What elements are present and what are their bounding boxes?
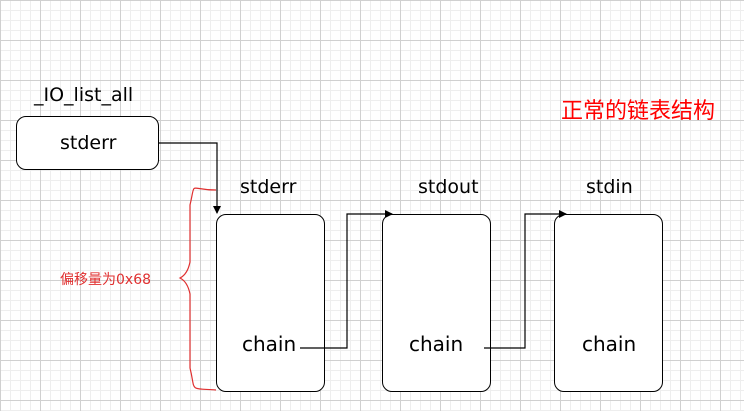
node-chain-field-stdin: chain <box>582 332 637 356</box>
io-list-all-label: _IO_list_all <box>34 84 134 106</box>
node-label-stdout: stdout <box>418 176 479 198</box>
node-box-stdin: chain <box>554 214 663 392</box>
arrow-head-to-stderr <box>159 142 221 214</box>
arrow-stdout-to-stdin <box>484 210 567 349</box>
io-list-all-box: stderr <box>16 116 159 170</box>
node-box-stderr: chain <box>216 214 325 392</box>
node-chain-field-stdout: chain <box>409 332 464 356</box>
node-chain-field-stderr: chain <box>242 332 297 356</box>
node-label-stdin: stdin <box>586 176 633 198</box>
arrow-stderr-to-stdout <box>300 210 393 349</box>
node-box-stdout: chain <box>382 214 491 392</box>
node-label-stderr: stderr <box>240 176 297 198</box>
io-list-all-value: stderr <box>60 132 117 154</box>
diagram-title: 正常的链表结构 <box>561 99 716 124</box>
offset-brace <box>178 187 217 391</box>
offset-note: 偏移量为0x68 <box>60 272 152 288</box>
